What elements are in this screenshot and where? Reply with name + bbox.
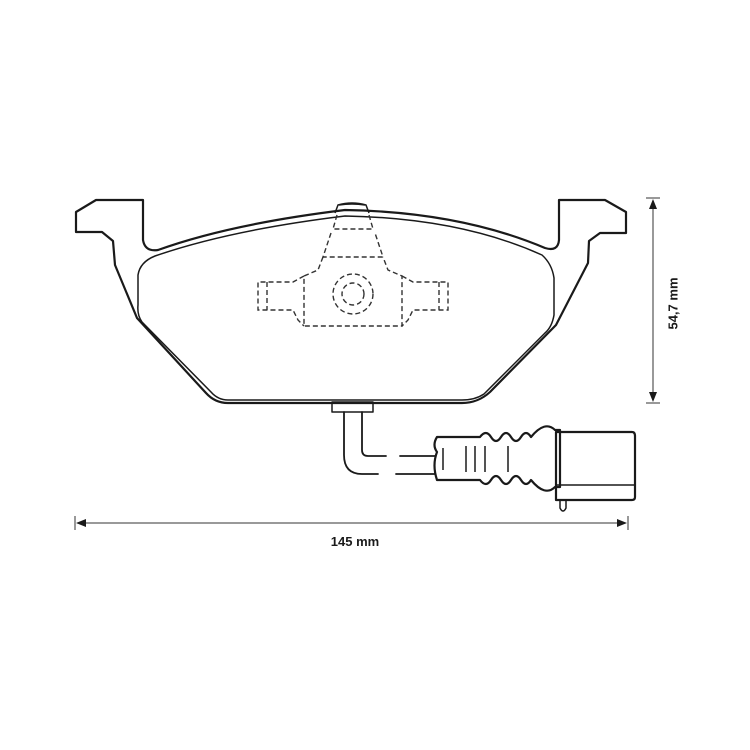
hidden-features [257, 214, 449, 327]
sensor-connector [554, 430, 637, 502]
backing-plate-outline [74, 198, 628, 405]
wear-sensor [331, 401, 637, 512]
width-dimension-label: 145 mm [330, 534, 380, 549]
height-dimension [646, 197, 660, 404]
height-dimension-label: 54,7 mm [665, 277, 681, 330]
width-dimension [74, 516, 629, 530]
sensor-boot [433, 425, 562, 492]
friction-material-outline [137, 215, 555, 401]
top-notch-arc [338, 203, 366, 206]
sensor-clip [331, 401, 374, 413]
top-notch [334, 202, 370, 214]
